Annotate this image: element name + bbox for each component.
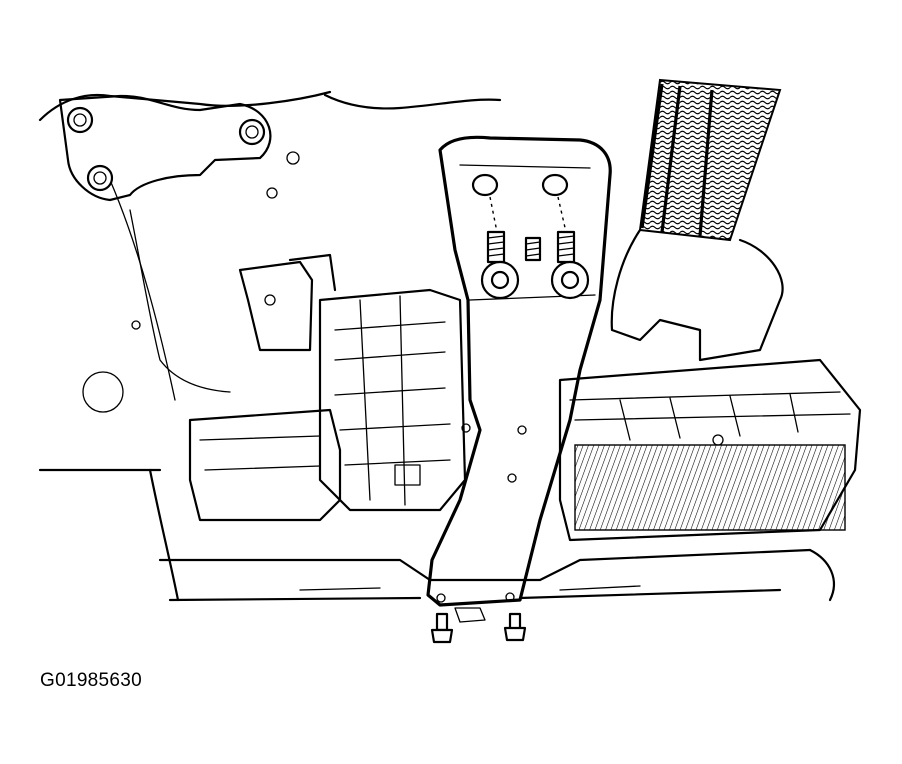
mount-stud-center bbox=[524, 236, 542, 262]
oil-pan-hatched-surface bbox=[574, 444, 846, 531]
figure-id-label: G01985630 bbox=[40, 670, 143, 691]
lower-crossmember bbox=[158, 548, 835, 602]
mount-stud-left bbox=[486, 230, 506, 264]
bolt-head-icon bbox=[238, 118, 266, 146]
oil-pan bbox=[558, 358, 862, 542]
exhaust-pipe bbox=[610, 78, 784, 362]
nut-icon[interactable] bbox=[480, 260, 520, 300]
transaxle-support-bracket[interactable] bbox=[426, 135, 612, 623]
mount-stud-right bbox=[556, 230, 576, 264]
upper-left-bracket bbox=[58, 94, 272, 393]
body-panel bbox=[38, 90, 502, 602]
center-mount bbox=[238, 260, 314, 352]
bolt-icon[interactable] bbox=[430, 612, 454, 644]
transaxle-housing bbox=[188, 253, 467, 522]
bracket-upper-hole-right bbox=[541, 173, 569, 197]
bolt-icon[interactable] bbox=[503, 612, 527, 642]
nut-icon[interactable] bbox=[550, 260, 590, 300]
bolt-head-icon bbox=[86, 164, 114, 192]
bolt-head-icon bbox=[66, 106, 94, 134]
bracket-upper-hole-left bbox=[471, 173, 499, 197]
